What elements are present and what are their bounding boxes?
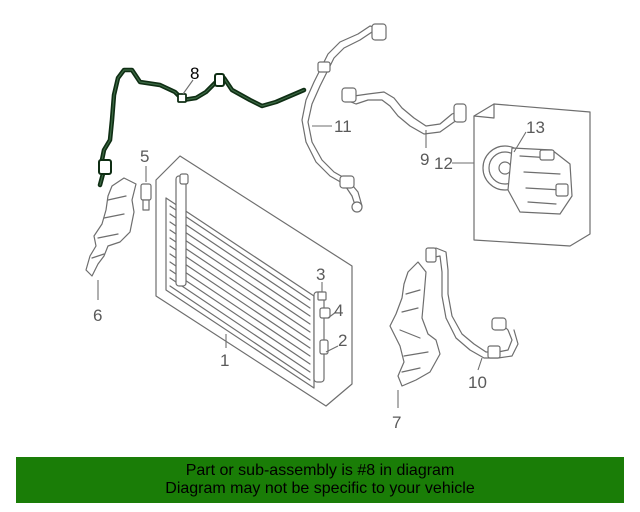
callout-1[interactable]: 1 (220, 351, 229, 370)
parts-diagram: 8 11 9 12 13 5 (85, 23, 591, 432)
callout-10[interactable]: 10 (468, 373, 487, 392)
callout-13[interactable]: 13 (526, 118, 545, 137)
callout-6[interactable]: 6 (93, 306, 102, 325)
part-13-compressor[interactable] (482, 145, 573, 215)
callout-12[interactable]: 12 (434, 154, 453, 173)
leader-13 (513, 131, 527, 153)
callout-4[interactable]: 4 (334, 301, 343, 320)
part-12-compressor-box[interactable] (473, 103, 591, 247)
banner-line-2: Diagram may not be specific to your vehi… (165, 480, 475, 497)
part-11-hose[interactable] (301, 23, 387, 213)
part-9-hose[interactable] (341, 87, 467, 135)
part-2-desiccant[interactable] (319, 339, 329, 355)
part-5-switch[interactable] (140, 183, 152, 211)
part-10-hose[interactable] (425, 247, 519, 359)
leader-4 (327, 311, 337, 319)
callout-8[interactable]: 8 (190, 64, 199, 83)
callout-5[interactable]: 5 (140, 147, 149, 166)
part-3-bracket[interactable] (317, 291, 327, 301)
info-banner: Part or sub-assembly is #8 in diagram Di… (16, 457, 624, 503)
callout-11[interactable]: 11 (334, 117, 352, 136)
callout-9[interactable]: 9 (420, 150, 429, 169)
leader-8 (182, 79, 194, 95)
part-7-bracket[interactable] (389, 261, 441, 387)
part-4-plug[interactable] (319, 307, 331, 319)
part-6-bracket[interactable] (85, 177, 137, 277)
part-8-hose[interactable] (97, 67, 307, 188)
leader-10 (477, 357, 483, 371)
banner-line-1: Part or sub-assembly is #8 in diagram (185, 462, 455, 479)
callout-7[interactable]: 7 (392, 413, 401, 432)
callout-2[interactable]: 2 (338, 331, 347, 350)
part-1-condenser[interactable] (155, 155, 353, 407)
leader-2 (325, 345, 339, 353)
callout-3[interactable]: 3 (316, 265, 325, 284)
